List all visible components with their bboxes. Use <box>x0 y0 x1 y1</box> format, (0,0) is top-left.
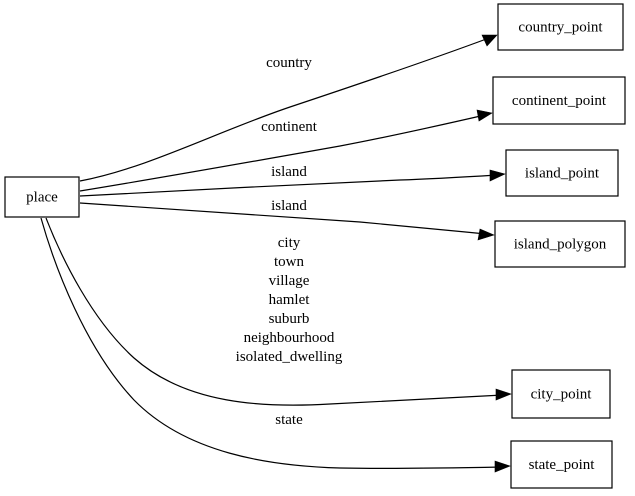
edge-line <box>45 217 504 406</box>
edge-line <box>79 37 490 182</box>
edge-label-place-to-state_point: state <box>275 412 303 428</box>
edge-label-line: island <box>271 198 307 214</box>
edge-label-line: town <box>274 254 305 270</box>
node-country_point[interactable]: country_point <box>497 3 624 51</box>
arrowhead-icon <box>495 388 512 401</box>
edge-label-line: continent <box>261 119 318 135</box>
edge-label-line: hamlet <box>269 292 311 308</box>
arrowhead-icon <box>494 460 511 473</box>
edge-label-line: country <box>266 55 312 71</box>
node-box[interactable] <box>492 76 626 125</box>
node-place[interactable]: place <box>4 176 80 218</box>
edge-label-line: suburb <box>269 311 310 327</box>
arrowhead-icon <box>477 228 495 241</box>
node-box[interactable] <box>494 220 626 268</box>
node-label: island_polygon <box>514 236 607 252</box>
edge-label-line: state <box>275 412 303 428</box>
edge-place-to-island_polygon <box>79 202 495 241</box>
node-state_point[interactable]: state_point <box>510 440 613 489</box>
edge-place-to-city_point <box>45 217 512 406</box>
edge-line <box>79 202 487 235</box>
edge-label-place-to-continent_point: continent <box>261 119 318 135</box>
arrowhead-icon <box>481 34 498 47</box>
node-box[interactable] <box>510 440 613 489</box>
edge-label-line: village <box>269 273 310 289</box>
edge-line <box>79 114 486 192</box>
edge-label-line: island <box>271 164 307 180</box>
edge-label-line: city <box>278 235 301 251</box>
edge-label-line: isolated_dwelling <box>236 349 343 365</box>
node-box[interactable] <box>511 369 611 419</box>
node-label: country_point <box>518 19 603 35</box>
node-label: continent_point <box>512 93 607 109</box>
edge-labels-layer: country continent island island city town vill… <box>236 55 343 428</box>
arrowhead-icon <box>489 169 506 182</box>
edge-place-to-country_point <box>79 34 498 182</box>
node-continent_point[interactable]: continent_point <box>492 76 626 125</box>
node-label: island_point <box>525 165 600 181</box>
edge-place-to-continent_point <box>79 109 493 192</box>
node-box[interactable] <box>505 149 619 197</box>
edge-label-place-to-city_point: city town village hamlet suburb neighbourhood… <box>236 235 343 365</box>
node-box[interactable] <box>497 3 624 51</box>
node-label: place <box>26 189 58 205</box>
edge-place-to-state_point <box>40 217 511 473</box>
edge-label-place-to-island_polygon: island <box>271 198 307 214</box>
edge-line <box>40 217 503 470</box>
edge-label-place-to-island_point: island <box>271 164 307 180</box>
edge-place-to-island_point <box>79 169 506 197</box>
node-box[interactable] <box>4 176 80 218</box>
edges-layer <box>40 34 512 473</box>
edge-label-place-to-country_point: country <box>266 55 312 71</box>
nodes-layer: place country_point continent_point island_… <box>4 3 626 489</box>
node-label: city_point <box>531 386 593 402</box>
node-island_point[interactable]: island_point <box>505 149 619 197</box>
node-island_polygon[interactable]: island_polygon <box>494 220 626 268</box>
edge-line <box>79 174 498 197</box>
node-label: state_point <box>529 457 596 473</box>
node-city_point[interactable]: city_point <box>511 369 611 419</box>
edge-label-line: neighbourhood <box>244 330 335 346</box>
arrowhead-icon <box>476 109 493 122</box>
